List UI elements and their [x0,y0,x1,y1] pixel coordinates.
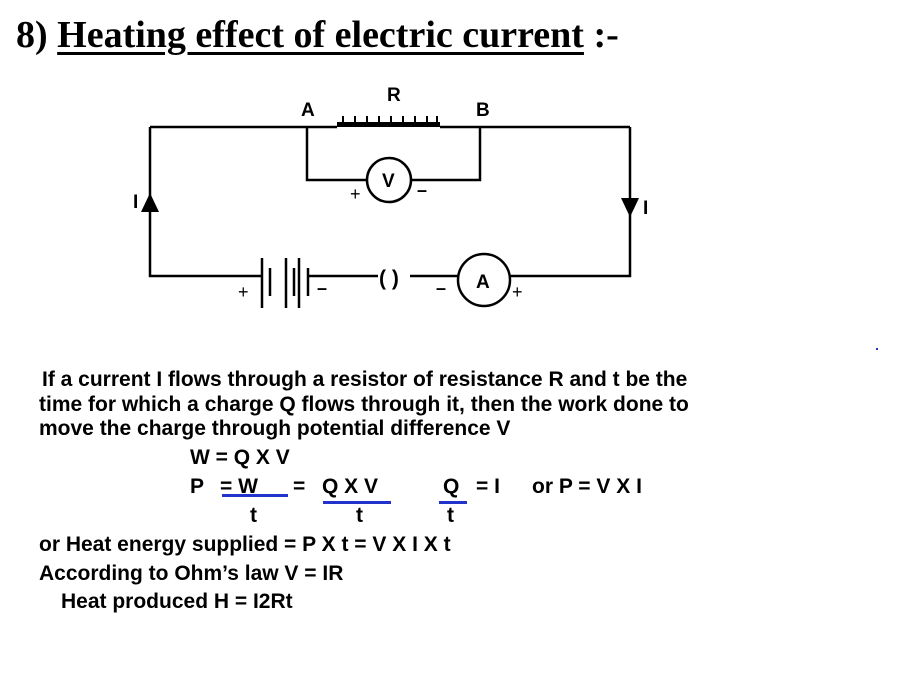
fraction-bar-3 [439,501,467,504]
ohms-law-line: According to Ohm’s law V = IR [39,562,344,585]
label-a: A [301,100,315,121]
ammeter-plus: + [512,282,523,302]
battery-plus: + [238,282,249,302]
title-suffix: :- [593,14,619,56]
current-label-right: I [643,198,648,219]
equation-power-w: = W [220,475,258,498]
equation-power-vxi: or P = V X I [532,475,642,498]
equation-work: W = Q X V [190,446,290,469]
title-heading: Heating effect of electric current [57,14,584,56]
voltmeter-plus: + [350,184,361,204]
equation-power-equals: = [293,475,306,498]
current-arrow-up-icon [141,193,159,212]
battery-minus: – [317,278,327,298]
voltmeter-circle [365,156,413,204]
ammeter-label: A [476,272,490,293]
heat-energy-line: or Heat energy supplied = P X t = V X I … [39,533,451,556]
voltmeter-minus: – [417,180,427,200]
resistor-ticks [342,116,438,122]
equation-current-equals-i: = I [476,475,500,498]
stray-dot [876,348,878,350]
equation-power-p: P [190,475,205,498]
fraction-bar-2 [323,501,391,504]
fraction-bar-1 [222,494,288,497]
current-arrow-down-icon [621,198,639,217]
resistor-body [337,122,440,127]
label-b: B [476,100,490,121]
key-symbol: ( ) [379,267,399,290]
equation-power-qxv: Q X V [322,475,379,498]
voltmeter-label: V [382,171,395,192]
denominator-t-1: t [250,504,257,527]
label-r: R [387,85,401,106]
heat-produced-line: Heat produced H = I2Rt [61,590,293,613]
denominator-t-2: t [356,504,363,527]
denominator-t-3: t [447,504,454,527]
para-line-1: If a current I flows through a resistor … [42,368,688,391]
slide-title: 8) Heating effect of electric current :- [16,12,619,58]
voltmeter-branch [305,127,367,182]
para-line-2: time for which a charge Q flows through … [39,393,689,416]
wire-right [510,127,632,278]
equation-current-q: Q [443,475,460,498]
ammeter-minus: – [436,278,446,298]
ammeter-circle [456,252,512,308]
title-number: 8) [16,14,48,56]
para-line-3: move the charge through potential differ… [39,417,511,440]
current-label-left: I [133,192,138,213]
wire-left [148,127,262,278]
